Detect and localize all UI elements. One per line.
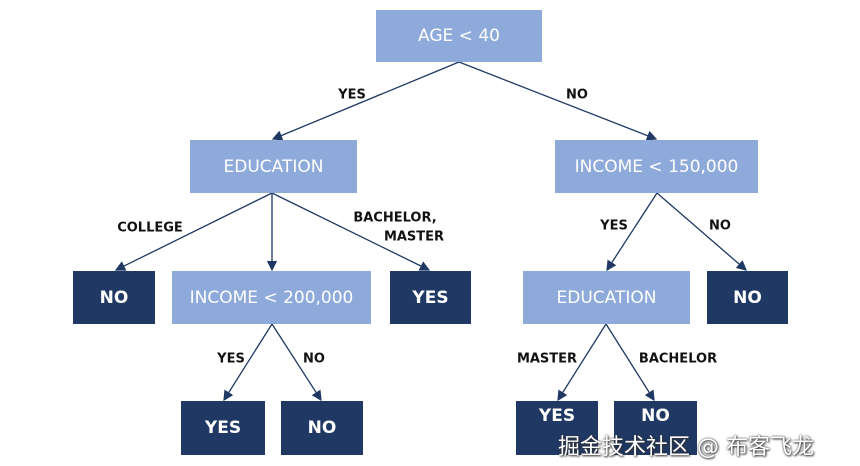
leaf-bachelor: NO	[614, 401, 697, 455]
watermark: 掘金技术社区 @ 布客飞龙	[558, 435, 814, 460]
edge-bachelor	[605, 323, 655, 402]
leaf-college: NO	[73, 271, 155, 324]
node-education-left: EDUCATION	[190, 140, 357, 193]
label-inc200-yes: YES	[217, 351, 245, 367]
edge-inc150-yes	[606, 192, 658, 272]
node-income-150: INCOME < 150,000	[555, 140, 758, 193]
node-income-200: INCOME < 200,000	[172, 271, 371, 324]
edge-master	[557, 323, 607, 402]
label-college: COLLEGE	[117, 220, 183, 236]
leaf-200-yes: YES	[181, 401, 265, 455]
edge-root-yes	[271, 61, 460, 141]
label-master: MASTER	[516, 351, 578, 367]
edge-college	[114, 192, 273, 271]
leaf-200-no: NO	[281, 401, 363, 455]
edge-bachelor-master	[271, 192, 431, 271]
label-inc150-yes: YES	[600, 218, 628, 234]
label-inc200-no: NO	[303, 351, 325, 367]
label-root-no: NO	[566, 87, 588, 103]
label-bachelor-master-2: MASTER	[383, 229, 445, 245]
node-education-right: EDUCATION	[523, 271, 690, 324]
label-bachelor: BACHELOR	[638, 351, 718, 367]
leaf-master: YES	[516, 401, 598, 455]
leaf-income-no: NO	[707, 271, 788, 324]
label-root-yes: YES	[338, 87, 366, 103]
edge-inc200-yes	[223, 323, 273, 402]
edge-inc200-no	[271, 323, 322, 402]
leaf-bachelor-master: YES	[390, 271, 471, 324]
edge-inc150-no	[656, 192, 747, 271]
node-root: AGE < 40	[376, 10, 542, 62]
label-inc150-no: NO	[709, 218, 731, 234]
edge-root-no	[458, 61, 658, 141]
label-bachelor-master-1: BACHELOR,	[353, 210, 437, 226]
